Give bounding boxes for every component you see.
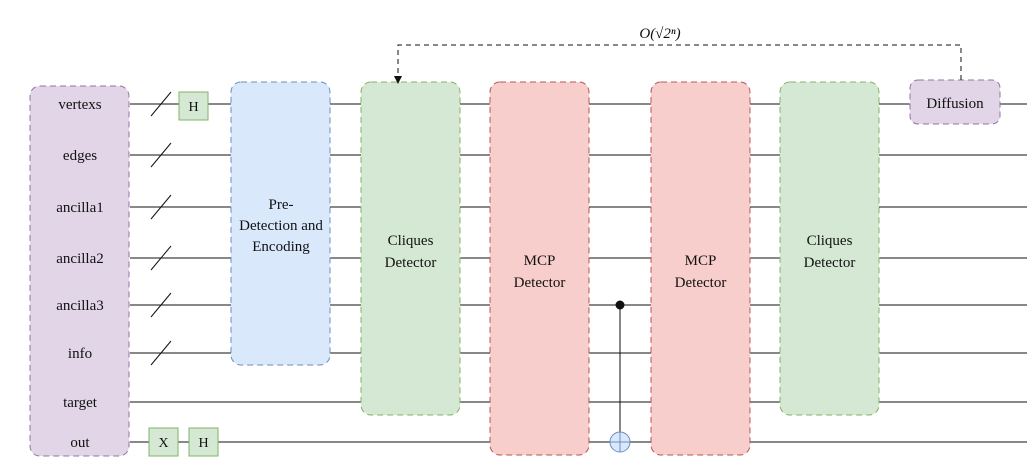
cnot-control-dot (615, 300, 625, 310)
cliques-detector-block-1: Cliques Detector (360, 81, 461, 416)
cliques-detector-2-label-line2: Detector (804, 255, 856, 271)
repeat-complexity-label: O(√2ⁿ) (639, 26, 680, 42)
register-label-vertexs: vertexs (58, 97, 101, 113)
mcp-detector-2-label-line1: MCP (685, 253, 717, 269)
bundle-slash-ancilla2 (150, 245, 172, 271)
gate-h-vertexs-label: H (188, 100, 198, 115)
mcp-detector-1-label-line2: Detector (514, 275, 566, 291)
pre-detection-block: Pre- Detection and Encoding (230, 81, 331, 366)
register-label-ancilla3: ancilla3 (56, 298, 103, 314)
diffusion-block: Diffusion (909, 79, 1001, 125)
register-label-info: info (68, 346, 92, 362)
register-label-edges: edges (63, 148, 97, 164)
register-labels: vertexs edges ancilla1 ancilla2 ancilla3… (56, 97, 103, 451)
pre-detection-label-line2: Detection and (239, 218, 323, 234)
register-label-out: out (70, 435, 90, 451)
gate-x-out: X (148, 427, 179, 457)
bundle-slash-ancilla3 (150, 292, 172, 318)
register-label-ancilla1: ancilla1 (56, 200, 103, 216)
mcp-detector-block-1: MCP Detector (489, 81, 590, 456)
mcp-detector-block-2: MCP Detector (650, 81, 751, 456)
bundle-slash-edges (150, 142, 172, 168)
register-label-ancilla2: ancilla2 (56, 251, 103, 267)
cliques-detector-1-label-line1: Cliques (388, 233, 434, 249)
cliques-detector-2-label-line1: Cliques (807, 233, 853, 249)
pre-detection-label-line1: Pre- (269, 197, 294, 213)
cliques-detector-block-2: Cliques Detector (779, 81, 880, 416)
cliques-detector-1-label-line2: Detector (385, 255, 437, 271)
gate-h-vertexs: H (178, 91, 209, 121)
bundle-slashes (150, 91, 172, 366)
cnot-gate (609, 300, 631, 453)
register-label-target: target (63, 395, 98, 411)
diffusion-label: Diffusion (926, 96, 984, 112)
mcp-detector-1-label-line1: MCP (524, 253, 556, 269)
gate-x-out-label: X (158, 436, 168, 451)
pre-detection-label-line3: Encoding (252, 239, 310, 255)
bundle-slash-ancilla1 (150, 194, 172, 220)
gate-h-out-label: H (198, 436, 208, 451)
gate-h-out: H (188, 427, 219, 457)
register-box (29, 85, 130, 457)
mcp-detector-2-label-line2: Detector (675, 275, 727, 291)
bundle-slash-info (150, 340, 172, 366)
bundle-slash-vertexs (150, 91, 172, 117)
repeat-loop-arrow: O(√2ⁿ) (394, 26, 962, 84)
